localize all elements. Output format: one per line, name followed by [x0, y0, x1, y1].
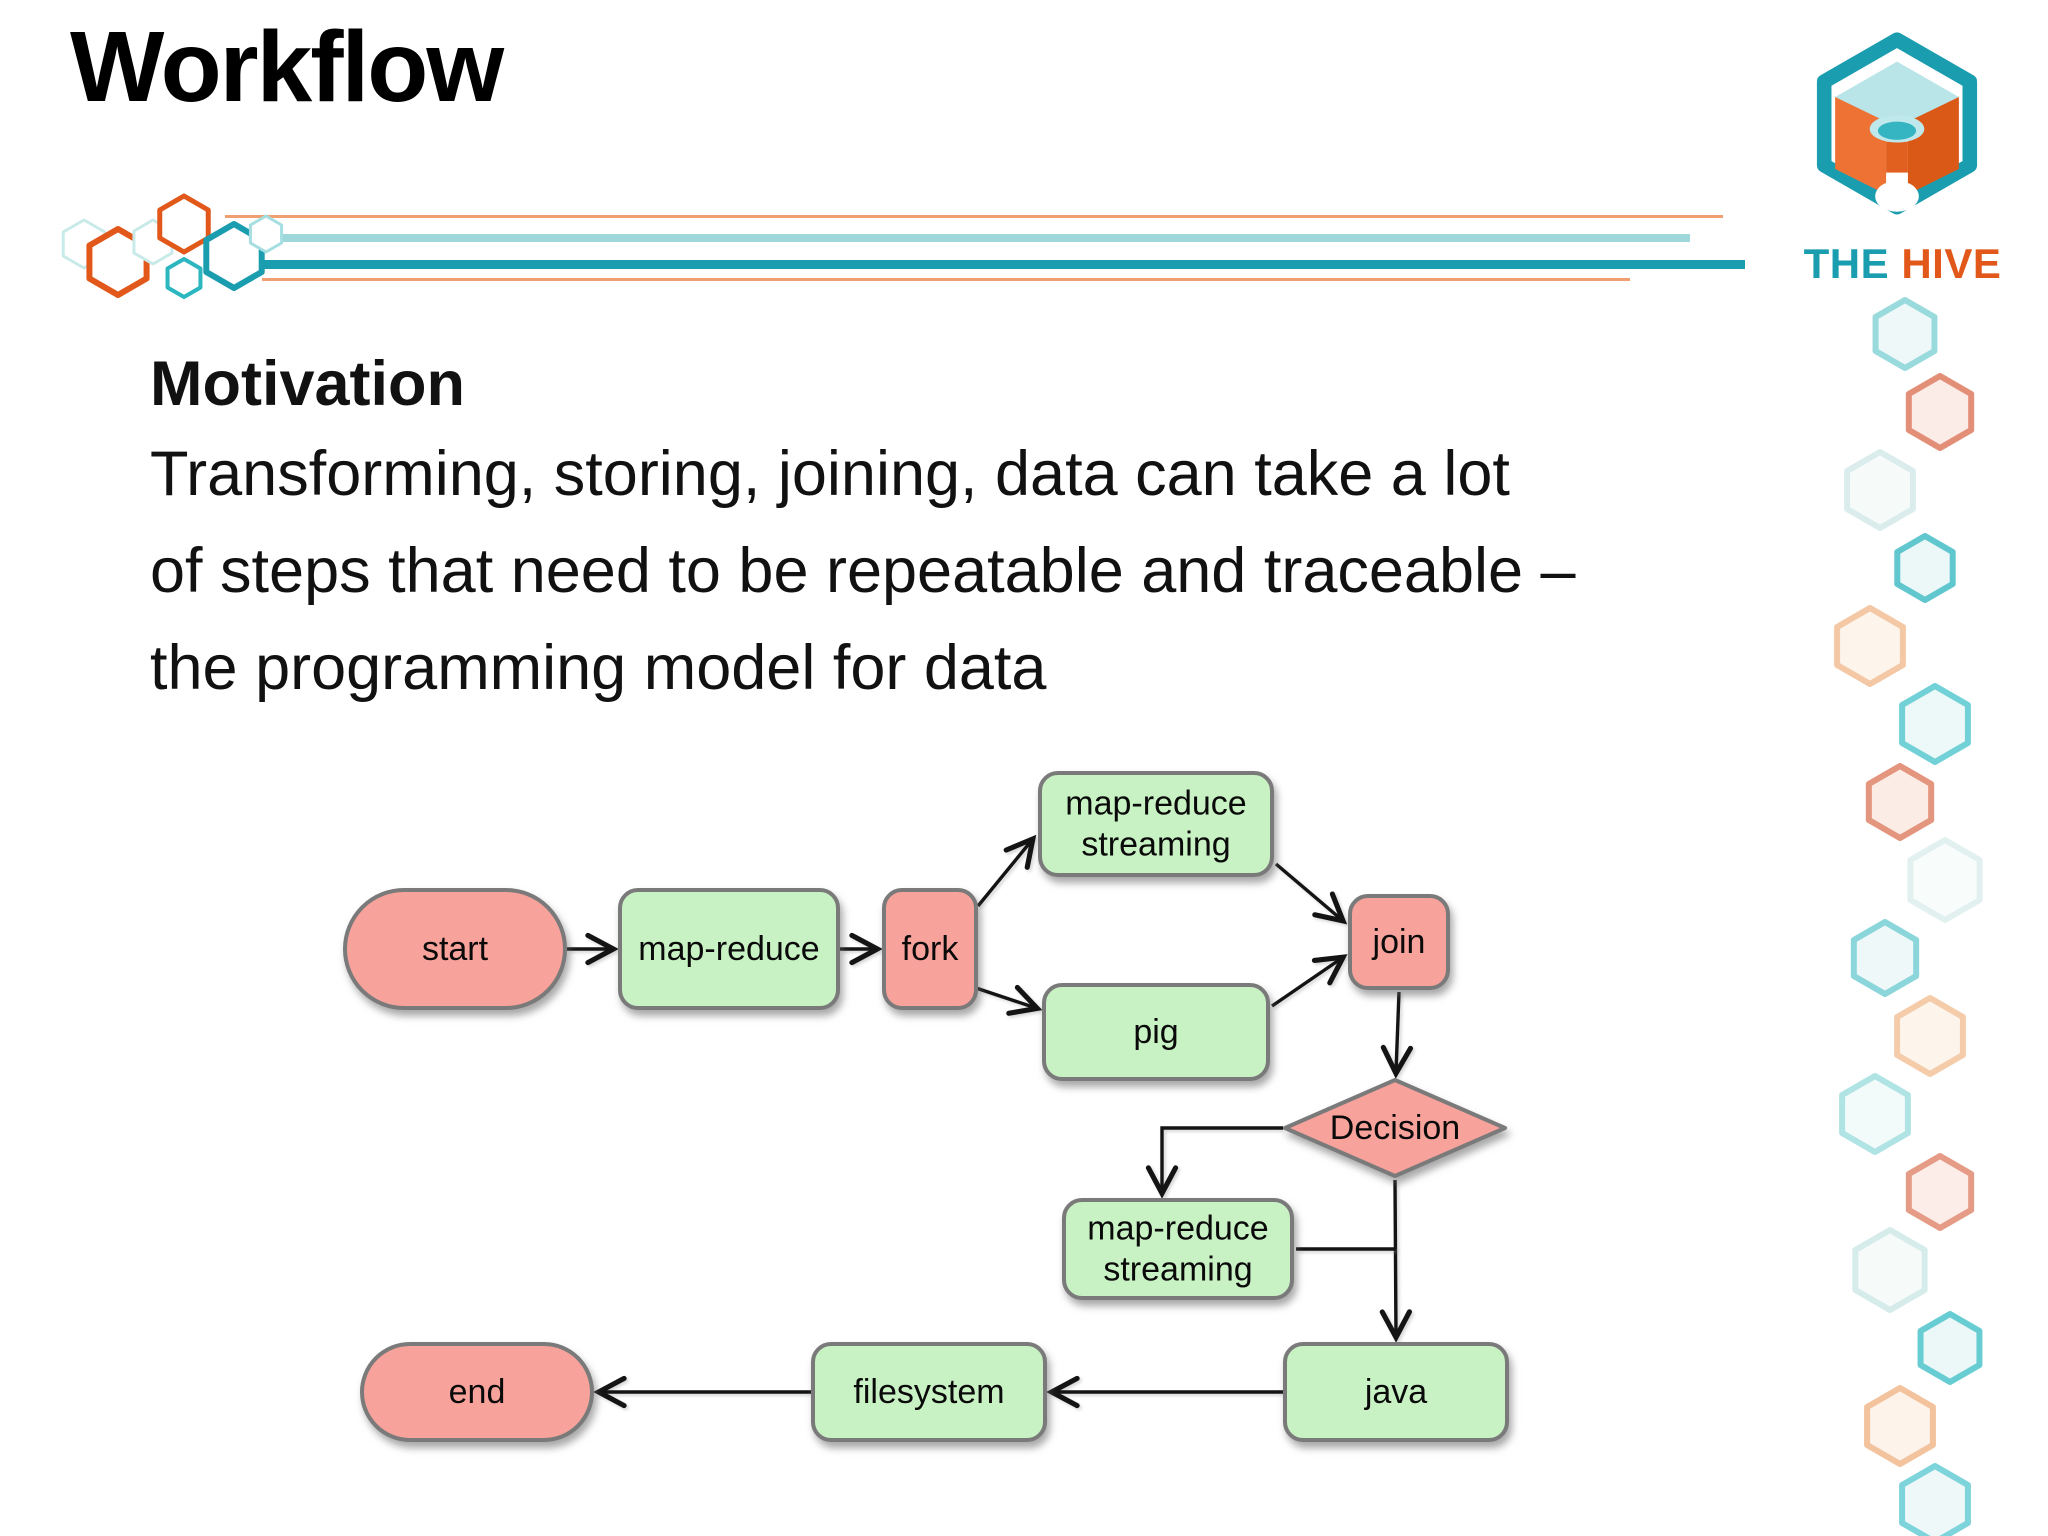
join-label: join — [1372, 923, 1426, 961]
motivation-heading: Motivation — [150, 349, 465, 419]
join-shape — [1348, 894, 1450, 990]
hexagon-icon — [248, 214, 284, 254]
flow-node-filesystem: filesystem — [811, 1342, 1047, 1442]
flow-node-fork: fork — [882, 888, 978, 1010]
hexagon-icon — [165, 257, 203, 299]
the-hive-logo-icon — [1816, 32, 1978, 215]
pig-shape — [1042, 983, 1270, 1081]
hexagon-icon — [1907, 837, 1983, 923]
start-shape — [343, 888, 567, 1010]
hexagon-icon — [1905, 1153, 1975, 1231]
flow-node-end: end — [360, 1342, 594, 1442]
flow-node-java: java — [1283, 1342, 1509, 1442]
flow-edge-fork-to-mr-stream-1 — [976, 834, 1037, 908]
motivation-line: the programming model for data — [150, 633, 1047, 703]
hexagon-icon — [1850, 919, 1920, 997]
hexagon-icon — [1905, 373, 1975, 451]
page-title: Workflow — [70, 11, 504, 123]
end-shape — [360, 1342, 594, 1442]
flow-edge-mr-stream-1-to-join — [1274, 862, 1348, 925]
end-label: end — [449, 1373, 506, 1411]
divider-line-dark-teal — [240, 260, 1745, 269]
flow-node-decision: Decision — [1283, 1078, 1507, 1178]
hexagon-icon — [157, 193, 211, 255]
flow-node-map-reduce: map-reduce — [618, 888, 840, 1010]
filesystem-label: filesystem — [853, 1373, 1004, 1411]
motivation-section: Motivation Transforming, storing, joinin… — [150, 348, 1576, 717]
logo-crossbar — [1886, 141, 1908, 173]
java-label: java — [1364, 1373, 1427, 1411]
hexagon-icon — [1894, 995, 1966, 1077]
hexagon-icon — [1834, 605, 1906, 687]
brand-wordmark: THE HIVE — [1785, 240, 2020, 288]
motivation-line: of steps that need to be repeatable and … — [150, 536, 1576, 606]
hexagon-trail-decoration — [1834, 297, 1983, 1536]
filesystem-shape — [811, 1342, 1047, 1442]
pig-label: pig — [1133, 1013, 1178, 1051]
divider-line-thin-orange-bottom — [262, 278, 1630, 281]
hexagon-icon — [1844, 449, 1916, 531]
brand-word-hive: HIVE — [1901, 240, 2002, 287]
decision-label: Decision — [1330, 1109, 1460, 1147]
flow-edge-decision-to-java — [1379, 1179, 1412, 1343]
hexagon-icon — [1899, 683, 1971, 765]
hexagon-cluster-decoration — [61, 193, 284, 299]
hexagon-icon — [1899, 1463, 1971, 1536]
mr-stream-1-shape — [1038, 771, 1274, 877]
decision-shape — [1283, 1078, 1507, 1178]
divider-line-light-teal — [262, 234, 1690, 242]
motivation-line: Transforming, storing, joining, data can… — [150, 439, 1510, 509]
hexagon-icon — [1864, 1385, 1936, 1467]
start-label: start — [422, 930, 489, 968]
hexagon-icon — [1852, 1227, 1928, 1313]
flow-edge-fork-to-pig — [975, 984, 1043, 1016]
fork-shape — [882, 888, 978, 1010]
hexagon-icon — [1872, 297, 1938, 371]
logo-left-face — [1835, 97, 1887, 195]
java-shape — [1283, 1342, 1509, 1442]
flow-node-join: join — [1348, 894, 1450, 990]
flow-node-pig: pig — [1042, 983, 1270, 1081]
map-reduce-shape — [618, 888, 840, 1010]
fork-label: fork — [902, 930, 960, 968]
hexagon-icon — [1917, 1311, 1983, 1385]
flow-edge-join-to-decision — [1380, 991, 1414, 1079]
hexagon-icon — [1894, 533, 1956, 603]
logo-cylinder-hole — [1877, 121, 1917, 140]
flow-node-start: start — [343, 888, 567, 1010]
brand-word-the: THE — [1803, 240, 1890, 287]
map-reduce-label: map-reduce — [638, 930, 819, 968]
hexagon-icon — [1839, 1073, 1911, 1155]
hexagon-icon — [1865, 763, 1935, 841]
divider-line-thin-orange-top — [225, 215, 1723, 218]
flow-edge-pig-to-join — [1271, 954, 1348, 1008]
flow-edge-decision-to-mr-stream-2 — [1145, 1126, 1283, 1199]
logo-bottom-arch — [1875, 180, 1919, 212]
mr-stream-2-shape — [1062, 1198, 1294, 1300]
logo-right-face — [1907, 97, 1959, 195]
